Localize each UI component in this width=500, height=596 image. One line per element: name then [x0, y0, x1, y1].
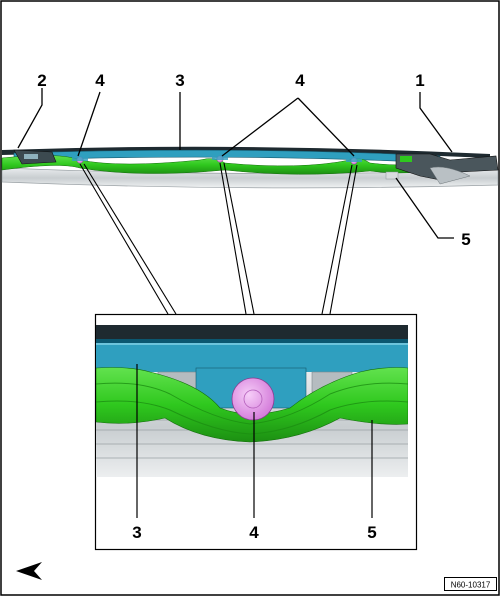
detail-trim-highlight: [96, 343, 408, 345]
rail-fastener: [385, 171, 399, 180]
figure-reference: N60-10317: [451, 581, 491, 590]
callout-4-right: 4: [295, 71, 305, 90]
callout-5: 5: [461, 230, 470, 249]
overview-trim-assembly: [1, 146, 499, 189]
clip-base-b: [212, 154, 228, 160]
detail-leaders: [136, 364, 373, 518]
callout-3: 3: [175, 71, 184, 90]
detail-callout-3: 3: [132, 523, 141, 542]
figure-reference-box: [444, 577, 497, 591]
front-direction-arrow-icon: [16, 562, 42, 580]
detail-view: [96, 325, 408, 477]
callout-1: 1: [415, 71, 424, 90]
detail-callout-5: 5: [367, 523, 376, 542]
overview-leaders: [17, 88, 454, 239]
callout-4-left: 4: [95, 71, 105, 90]
roof-edge-dark-strip: [2, 146, 490, 158]
detail-trim-edge: [96, 339, 408, 343]
zoom-connectors: [79, 162, 358, 315]
end-bracket-right: [395, 153, 499, 181]
detail-seal-strip: [96, 367, 408, 443]
end-bracket-lower: [429, 166, 471, 185]
detail-clip: [231, 377, 275, 421]
end-bracket-seal: [400, 156, 412, 162]
clip-base-c: [346, 156, 362, 162]
clip-base-a: [72, 155, 88, 161]
seal-strip: [1, 155, 441, 175]
callout-2: 2: [37, 71, 46, 90]
detail-callout-4: 4: [249, 523, 259, 542]
detail-seal-contours: [96, 382, 408, 435]
detail-dark-strip: [96, 325, 408, 339]
detail-clip-center: [243, 389, 263, 409]
end-cap-left-detail: [24, 154, 38, 159]
